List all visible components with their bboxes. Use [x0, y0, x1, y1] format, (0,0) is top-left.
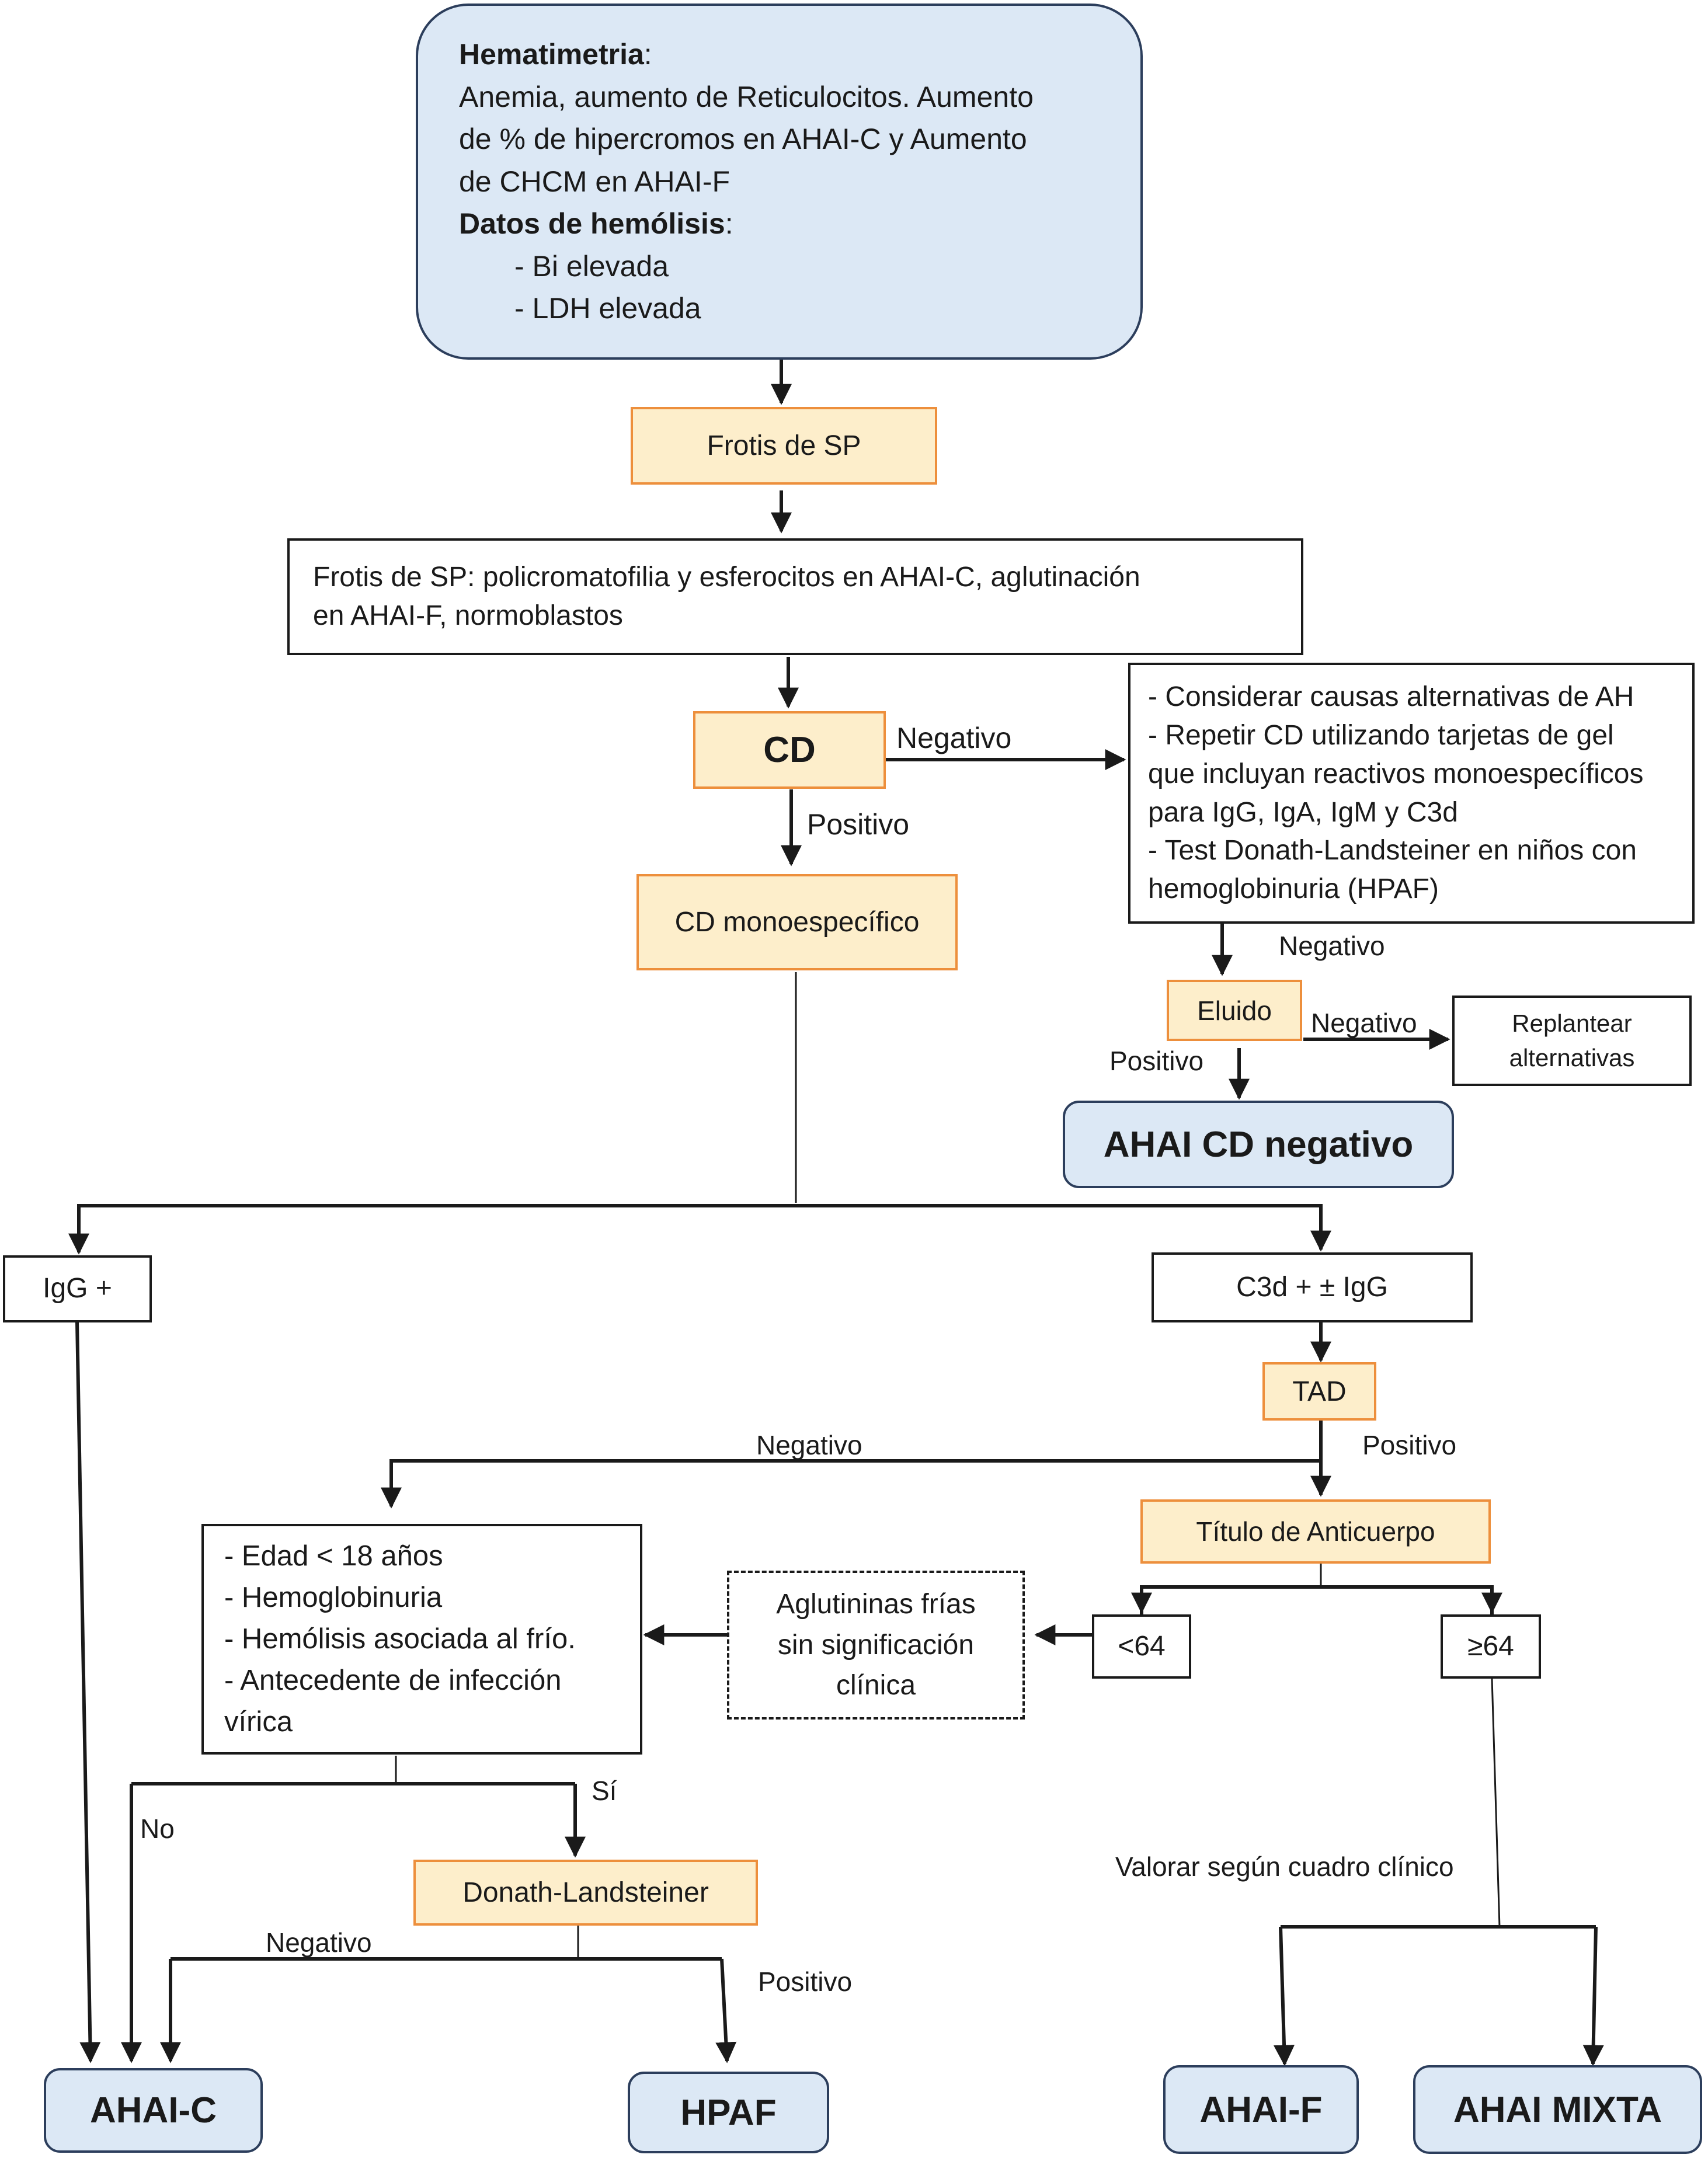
label-cd-negativo: Negativo [896, 722, 1012, 754]
tad-label: TAD [1292, 1376, 1347, 1407]
label-eluido-negativo: Negativo [1311, 1008, 1417, 1038]
ge64-label: ≥64 [1467, 1630, 1514, 1662]
outcome-ahai-cd-negativo-label: AHAI CD negativo [1103, 1124, 1414, 1165]
label-si: Sí [592, 1776, 617, 1806]
aglutininas-line2: sin significación [777, 1629, 975, 1661]
hemolisis-title-line: Datos de hemólisis: [459, 203, 1100, 245]
tad-box: TAD [1262, 1362, 1376, 1421]
cd-box: CD [693, 711, 886, 789]
outcome-ahai-mixta: AHAI MIXTA [1413, 2065, 1702, 2154]
hematimetria-line2: de % de hipercromos en AHAI-C y Aumento [459, 123, 1027, 156]
hemolisis-item2: - LDH elevada [514, 292, 701, 325]
cd-mono-label: CD monoespecífico [674, 907, 920, 938]
outcome-hpaf-label: HPAF [680, 2092, 777, 2133]
criteria-line2: - Hemoglobinuria [224, 1581, 443, 1613]
c3d-label: C3d + ± IgG [1236, 1271, 1388, 1303]
label-donath-negativo: Negativo [266, 1927, 372, 1958]
frotis-label: Frotis de SP [707, 430, 861, 461]
donath-label: Donath-Landsteiner [462, 1877, 709, 1908]
label-valorar: Valorar según cuadro clínico [1115, 1851, 1454, 1882]
ge64-box: ≥64 [1441, 1614, 1541, 1679]
label-donath-positivo: Positivo [758, 1966, 853, 1997]
cd-label: CD [763, 730, 816, 770]
eluido-box: Eluido [1167, 980, 1302, 1041]
criteria-line5: vírica [224, 1706, 293, 1738]
hematimetria-title-line: Hematimetria: [459, 33, 1100, 76]
hematimetria-colon: : [643, 38, 652, 71]
cd-negative-line6: hemoglobinuria (HPAF) [1148, 873, 1439, 904]
criteria-box: - Edad < 18 años - Hemoglobinuria - Hemó… [201, 1524, 642, 1755]
label-cd-positivo: Positivo [807, 808, 910, 841]
lt64-label: <64 [1118, 1630, 1166, 1662]
aglutininas-line1: Aglutininas frías [776, 1589, 976, 1620]
label-negativo-eluido: Negativo [1279, 931, 1385, 961]
criteria-line4: - Antecedente de infección [224, 1665, 562, 1697]
criteria-line3: - Hemólisis asociada al frío. [224, 1623, 576, 1655]
outcome-ahai-f-label: AHAI-F [1199, 2089, 1323, 2130]
igg-label: IgG + [43, 1273, 112, 1304]
frotis-box: Frotis de SP [631, 407, 937, 485]
label-tad-positivo: Positivo [1362, 1430, 1457, 1460]
hematimetria-line3: de CHCM en AHAI-F [459, 165, 730, 198]
eluido-label: Eluido [1197, 995, 1272, 1026]
lt64-box: <64 [1092, 1614, 1191, 1679]
outcome-ahai-c: AHAI-C [44, 2068, 263, 2153]
titulo-box: Título de Anticuerpo [1140, 1499, 1491, 1564]
aglutininas-line3: clínica [836, 1670, 916, 1701]
outcome-ahai-mixta-label: AHAI MIXTA [1453, 2089, 1662, 2130]
outcome-ahai-f: AHAI-F [1163, 2065, 1359, 2154]
c3d-box: C3d + ± IgG [1152, 1252, 1473, 1322]
replantear-line1: Replantear [1512, 1009, 1632, 1037]
hemolisis-item1: - Bi elevada [514, 249, 669, 283]
igg-box: IgG + [3, 1255, 152, 1322]
label-eluido-positivo: Positivo [1109, 1046, 1204, 1076]
label-tad-negativo: Negativo [756, 1430, 862, 1460]
cd-negative-line2: - Repetir CD utilizando tarjetas de gel [1148, 720, 1614, 751]
criteria-line1: - Edad < 18 años [224, 1540, 443, 1572]
hemolisis-colon: : [725, 207, 733, 241]
label-no: No [140, 1814, 175, 1844]
hematimetria-title: Hematimetria [459, 38, 644, 71]
hemolisis-title: Datos de hemólisis [459, 207, 725, 241]
frotis-result-box: Frotis de SP: policromatofilia y esferoc… [287, 538, 1303, 655]
outcome-ahai-c-label: AHAI-C [90, 2090, 217, 2131]
cd-negative-line3: que incluyan reactivos monoespecíficos [1148, 758, 1644, 789]
hematimetria-box: Hematimetria: Anemia, aumento de Reticul… [416, 4, 1143, 360]
titulo-label: Título de Anticuerpo [1196, 1516, 1435, 1547]
replantear-line2: alternativas [1509, 1043, 1635, 1071]
outcome-hpaf: HPAF [628, 2072, 829, 2153]
cd-negative-line5: - Test Donath-Landsteiner en niños con [1148, 835, 1637, 866]
donath-box: Donath-Landsteiner [413, 1860, 758, 1926]
outcome-ahai-cd-negativo: AHAI CD negativo [1063, 1101, 1454, 1188]
cd-negative-box: - Considerar causas alternativas de AH -… [1128, 663, 1695, 924]
frotis-result-line2: en AHAI-F, normoblastos [313, 600, 623, 631]
frotis-result-line1: Frotis de SP: policromatofilia y esferoc… [313, 561, 1140, 593]
aglutininas-box: Aglutininas frías sin significación clín… [727, 1571, 1025, 1720]
replantear-box: Replantear alternativas [1452, 996, 1692, 1086]
cd-negative-line4: para IgG, IgA, IgM y C3d [1148, 796, 1458, 828]
hematimetria-line1: Anemia, aumento de Reticulocitos. Aument… [459, 80, 1034, 113]
cd-mono-box: CD monoespecífico [636, 874, 958, 970]
cd-negative-line1: - Considerar causas alternativas de AH [1148, 681, 1634, 713]
